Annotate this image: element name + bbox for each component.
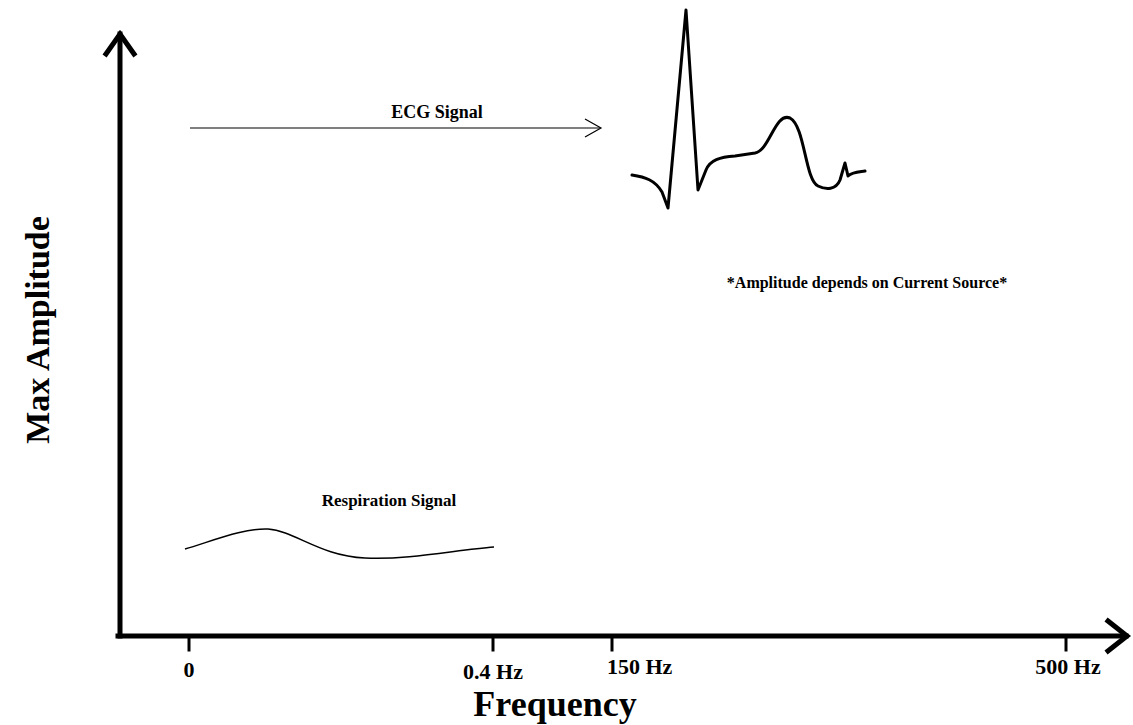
- pointer-arrowhead: [585, 119, 601, 137]
- ecg-waveform: [632, 10, 865, 208]
- x-axis: [118, 634, 1126, 639]
- y-axis: [118, 34, 123, 636]
- respiration-waveform: [185, 529, 494, 558]
- signal-name: Respiration Signal: [322, 492, 457, 509]
- tick-label: 0: [184, 659, 195, 681]
- ecg-pointer-arrow: [190, 119, 601, 137]
- y-axis-arrowhead: [106, 34, 134, 54]
- axis-title: Max Amplitude: [21, 216, 55, 444]
- tick-mark: [611, 636, 614, 650]
- tick-label: 0.4 Hz: [463, 661, 523, 683]
- tick-mark: [1065, 636, 1068, 650]
- x-axis-arrowhead: [1108, 621, 1127, 651]
- tick-label: 150 Hz: [607, 656, 672, 678]
- axis-title: Frequency: [473, 686, 636, 722]
- tick-label: 500 Hz: [1035, 656, 1100, 678]
- tick-mark: [492, 636, 495, 650]
- tick-mark: [188, 636, 191, 650]
- note-text: *Amplitude depends on Current Source*: [727, 275, 1007, 291]
- pointer-line: [190, 127, 600, 128]
- signal-name: ECG Signal: [391, 103, 483, 121]
